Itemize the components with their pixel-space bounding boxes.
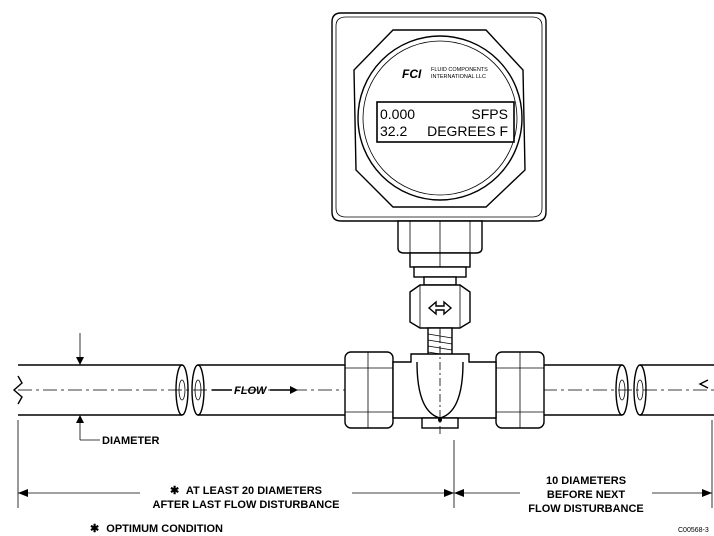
downstream-line-3: FLOW DISTURBANCE [528,503,644,515]
diameter-dimension: DIAMETER [76,333,160,447]
upstream-note: ✱ AT LEAST 20 DIAMETERS AFTER LAST FLOW … [153,485,340,511]
logo-text: FCI [402,67,422,81]
flow-label: FLOW [234,385,268,397]
fci-logo: FCI FLUID COMPONENTS INTERNATIONAL LLC [402,67,488,81]
upstream-asterisk: ✱ [170,485,179,497]
upstream-line-2: AFTER LAST FLOW DISTURBANCE [153,499,340,511]
brand-line-1: FLUID COMPONENTS [431,67,488,73]
display-unit-1: SFPS [471,106,508,122]
downstream-line-2: BEFORE NEXT [547,489,626,501]
lcd-display: 0.000 SFPS 32.2 DEGREES F [376,101,515,143]
svg-text:✱ OPTIMUM CONDITION: ✱ OPTIMUM CONDITION [90,523,223,535]
display-value-1: 0.000 [380,106,415,122]
pipe [12,364,714,416]
display-unit-2: DEGREES F [427,123,508,139]
diameter-label: DIAMETER [102,435,160,447]
optimum-asterisk: ✱ [90,523,99,535]
brand-line-2: INTERNATIONAL LLC [431,74,486,80]
transmitter-neck [397,220,483,329]
optimum-label: OPTIMUM CONDITION [106,523,223,535]
flow-indicator: FLOW [212,385,298,397]
tee-fitting [344,330,545,435]
display-value-2: 32.2 [380,123,407,139]
svg-text:✱ AT LEAST 20 DIAMETERS: ✱ AT LEAST 20 DIAMETERS [170,485,322,497]
upstream-line-1: AT LEAST 20 DIAMETERS [186,485,322,497]
length-dimensions [17,420,713,508]
drawing-code: C00568-3 [678,527,709,534]
downstream-note: 10 DIAMETERS BEFORE NEXT FLOW DISTURBANC… [528,475,644,515]
downstream-line-1: 10 DIAMETERS [546,475,626,487]
optimum-note: ✱ OPTIMUM CONDITION [90,523,223,535]
